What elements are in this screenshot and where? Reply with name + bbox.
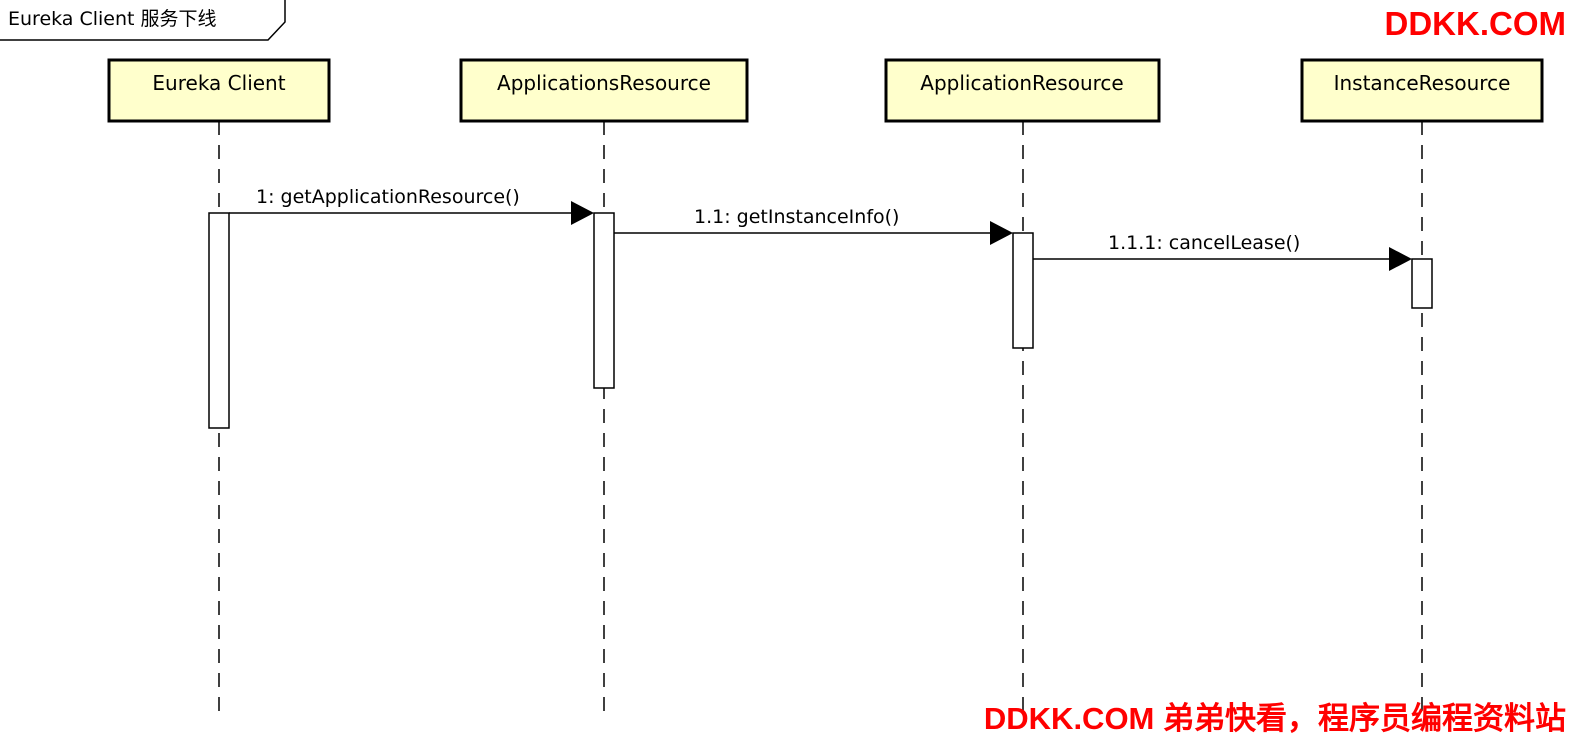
activation-eureka-client	[208, 212, 230, 429]
message-arrowhead	[571, 201, 594, 225]
frame-title: Eureka Client 服务下线	[8, 8, 217, 30]
watermark-top: DDKK.COM	[1384, 5, 1566, 42]
activation-instance-resource	[1411, 258, 1433, 309]
activation-applications-resource	[593, 212, 615, 389]
message-1-1: 1.1: getInstanceInfo()	[614, 206, 1013, 245]
actor-label: InstanceResource	[1334, 71, 1511, 95]
actor-box	[884, 58, 1161, 123]
message-1-1-1: 1.1.1: cancelLease()	[1033, 232, 1412, 271]
message-1: 1: getApplicationResource()	[229, 186, 594, 225]
message-arrowhead	[990, 221, 1013, 245]
actor-label: Eureka Client	[152, 71, 285, 95]
actor-eureka-client: Eureka Client	[107, 58, 331, 123]
activations	[208, 212, 1433, 429]
actor-instance-resource: InstanceResource	[1300, 58, 1544, 123]
actor-label: ApplicationsResource	[497, 71, 711, 95]
frame-title-border	[0, 0, 286, 41]
message-label: 1.1.1: cancelLease()	[1108, 232, 1300, 254]
actor-application-resource: ApplicationResource	[884, 58, 1161, 123]
actor-applications-resource: ApplicationsResource	[459, 58, 749, 123]
actor-label: ApplicationResource	[920, 71, 1123, 95]
actor-box	[1300, 58, 1544, 123]
message-label: 1: getApplicationResource()	[256, 186, 520, 208]
frame-title-tab: Eureka Client 服务下线	[0, 0, 286, 41]
actor-box	[107, 58, 331, 123]
actor-box	[459, 58, 749, 123]
message-arrowhead	[1389, 247, 1412, 271]
watermark-bottom: DDKK.COM 弟弟快看，程序员编程资料站	[983, 701, 1566, 736]
activation-application-resource	[1012, 232, 1034, 349]
message-label: 1.1: getInstanceInfo()	[694, 206, 899, 228]
